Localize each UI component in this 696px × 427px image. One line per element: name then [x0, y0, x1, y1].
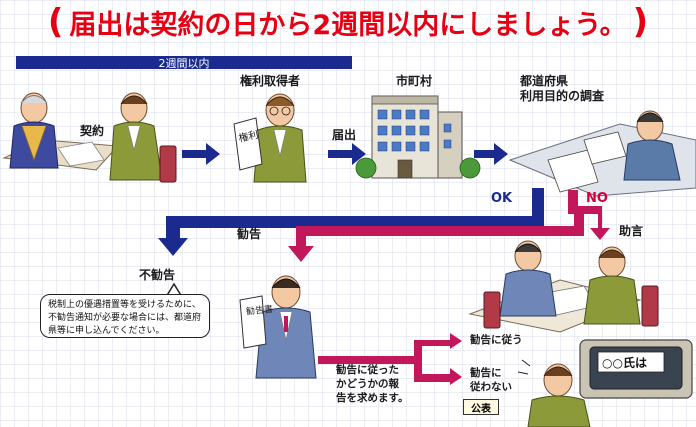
- report-line-2: かどうかの報: [336, 378, 399, 390]
- not-comply-label: 勧告に 従わない: [470, 366, 512, 394]
- headline-text: 届出は契約の日から2週間以内にしましょう。: [69, 9, 627, 41]
- period-bar: 2週間以内: [16, 56, 352, 70]
- prefecture-survey-label: 利用目的の調査: [520, 89, 605, 103]
- note-pointer: [165, 283, 183, 297]
- no-path-to-advice: [570, 206, 610, 240]
- no-label: NO: [586, 191, 608, 206]
- municipality-label: 市町村: [396, 74, 433, 88]
- period-bar-label: 2週間以内: [158, 56, 210, 70]
- report-line-1: 勧告に従った: [336, 364, 399, 376]
- prefecture-survey-illustration: [508, 110, 696, 197]
- headline: ( 届出は契約の日から2週間以内にしましょう。 ): [4, 0, 692, 44]
- contract-scene-illustration: [2, 92, 177, 183]
- rights-document-label: 権利: [237, 128, 259, 145]
- publication-tv-illustration: ○○氏は: [517, 339, 693, 427]
- recommendation-label: 勧告: [237, 227, 262, 241]
- note-text: 税制上の優遇措置等を受けるために、不勧告通知が必要な場合には、都道府県等に申し込…: [48, 300, 202, 336]
- publication-label: 公表: [471, 403, 491, 415]
- headline-close-paren: ): [632, 2, 649, 42]
- publication-badge: 公表: [463, 399, 499, 415]
- report-request-text: 勧告に従った かどうかの報 告を求めます。: [336, 363, 408, 405]
- arrow-contract-to-rights-holder: [182, 143, 220, 165]
- rights-holder-label: 権利取得者: [240, 74, 301, 88]
- report-line-3: 告を求めます。: [336, 392, 409, 404]
- prefecture-label: 都道府県: [520, 74, 569, 88]
- arrow-municipality-to-prefecture: [474, 143, 508, 165]
- tv-screen-text: ○○氏は: [602, 355, 647, 370]
- recommendation-document-label: 勧告書: [245, 303, 273, 318]
- contract-label: 契約: [80, 124, 105, 138]
- not-comply-line-2: 従わない: [470, 381, 512, 393]
- report-branch-arrows: [318, 333, 462, 385]
- no-path-to-recommendation: [288, 206, 584, 262]
- ok-label: OK: [491, 191, 513, 206]
- comply-label: 勧告に従う: [470, 334, 523, 346]
- no-recommendation-note: 税制上の優遇措置等を受けるために、不勧告通知が必要な場合には、都道府県等に申し込…: [40, 294, 210, 338]
- arrow-rights-holder-to-municipality: [328, 143, 366, 165]
- not-comply-line-1: 勧告に: [470, 367, 502, 379]
- advice-scene-illustration: [468, 240, 659, 333]
- no-recommendation-label: 不勧告: [139, 268, 176, 282]
- notification-label: 届出: [332, 128, 357, 142]
- municipality-building-illustration: [355, 95, 481, 179]
- recommendation-official-illustration: 勧告書: [239, 275, 317, 379]
- rights-holder-illustration: 権利: [233, 93, 307, 183]
- advice-label: 助言: [619, 224, 644, 238]
- headline-open-paren: (: [47, 2, 64, 42]
- ok-path-arrow: [158, 188, 544, 256]
